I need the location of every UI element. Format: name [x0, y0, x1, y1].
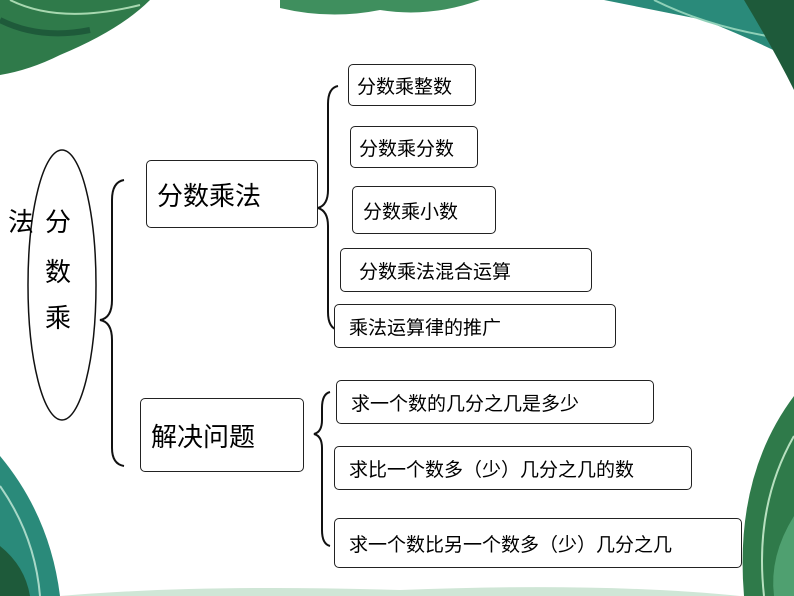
brace-branch-1: [314, 85, 339, 331]
root-char-4: 乘: [45, 304, 72, 334]
leaf-box-more-less-than-number: 求比一个数多（少）几分之几的数: [334, 446, 692, 490]
leaf-box-fraction-times-decimal: 分数乘小数: [352, 186, 496, 234]
leaf-box-mixed-operations: 分数乘法混合运算: [340, 248, 592, 292]
leaf-decoration-top-right: [604, 0, 794, 90]
branch-box-multiplication: 分数乘法: [146, 160, 318, 228]
root-char-2: 分: [45, 208, 72, 238]
leaf-box-law-extension: 乘法运算律的推广: [334, 304, 616, 348]
leaf-box-fraction-times-integer: 分数乘整数: [348, 64, 476, 106]
leaf-box-fraction-of-number: 求一个数的几分之几是多少: [336, 380, 654, 424]
leaf-decoration-bottom-edge: [60, 587, 740, 596]
root-char-1: 法: [8, 208, 35, 238]
leaf-decoration-bottom-left: [0, 456, 60, 596]
brace-branch-2: [313, 391, 331, 547]
leaf-decoration-top-center: [280, 0, 480, 15]
leaf-decoration-top-left: [0, 0, 150, 75]
root-char-3: 数: [45, 258, 72, 288]
leaf-box-compare-two-numbers: 求一个数比另一个数多（少）几分之几: [334, 518, 742, 568]
leaf-box-fraction-times-fraction: 分数乘分数: [350, 126, 478, 168]
leaf-decoration-bottom-right: [742, 396, 794, 596]
root-ellipse: [27, 149, 97, 421]
branch-box-problem-solving: 解决问题: [140, 398, 304, 472]
main-brace: [99, 179, 125, 467]
